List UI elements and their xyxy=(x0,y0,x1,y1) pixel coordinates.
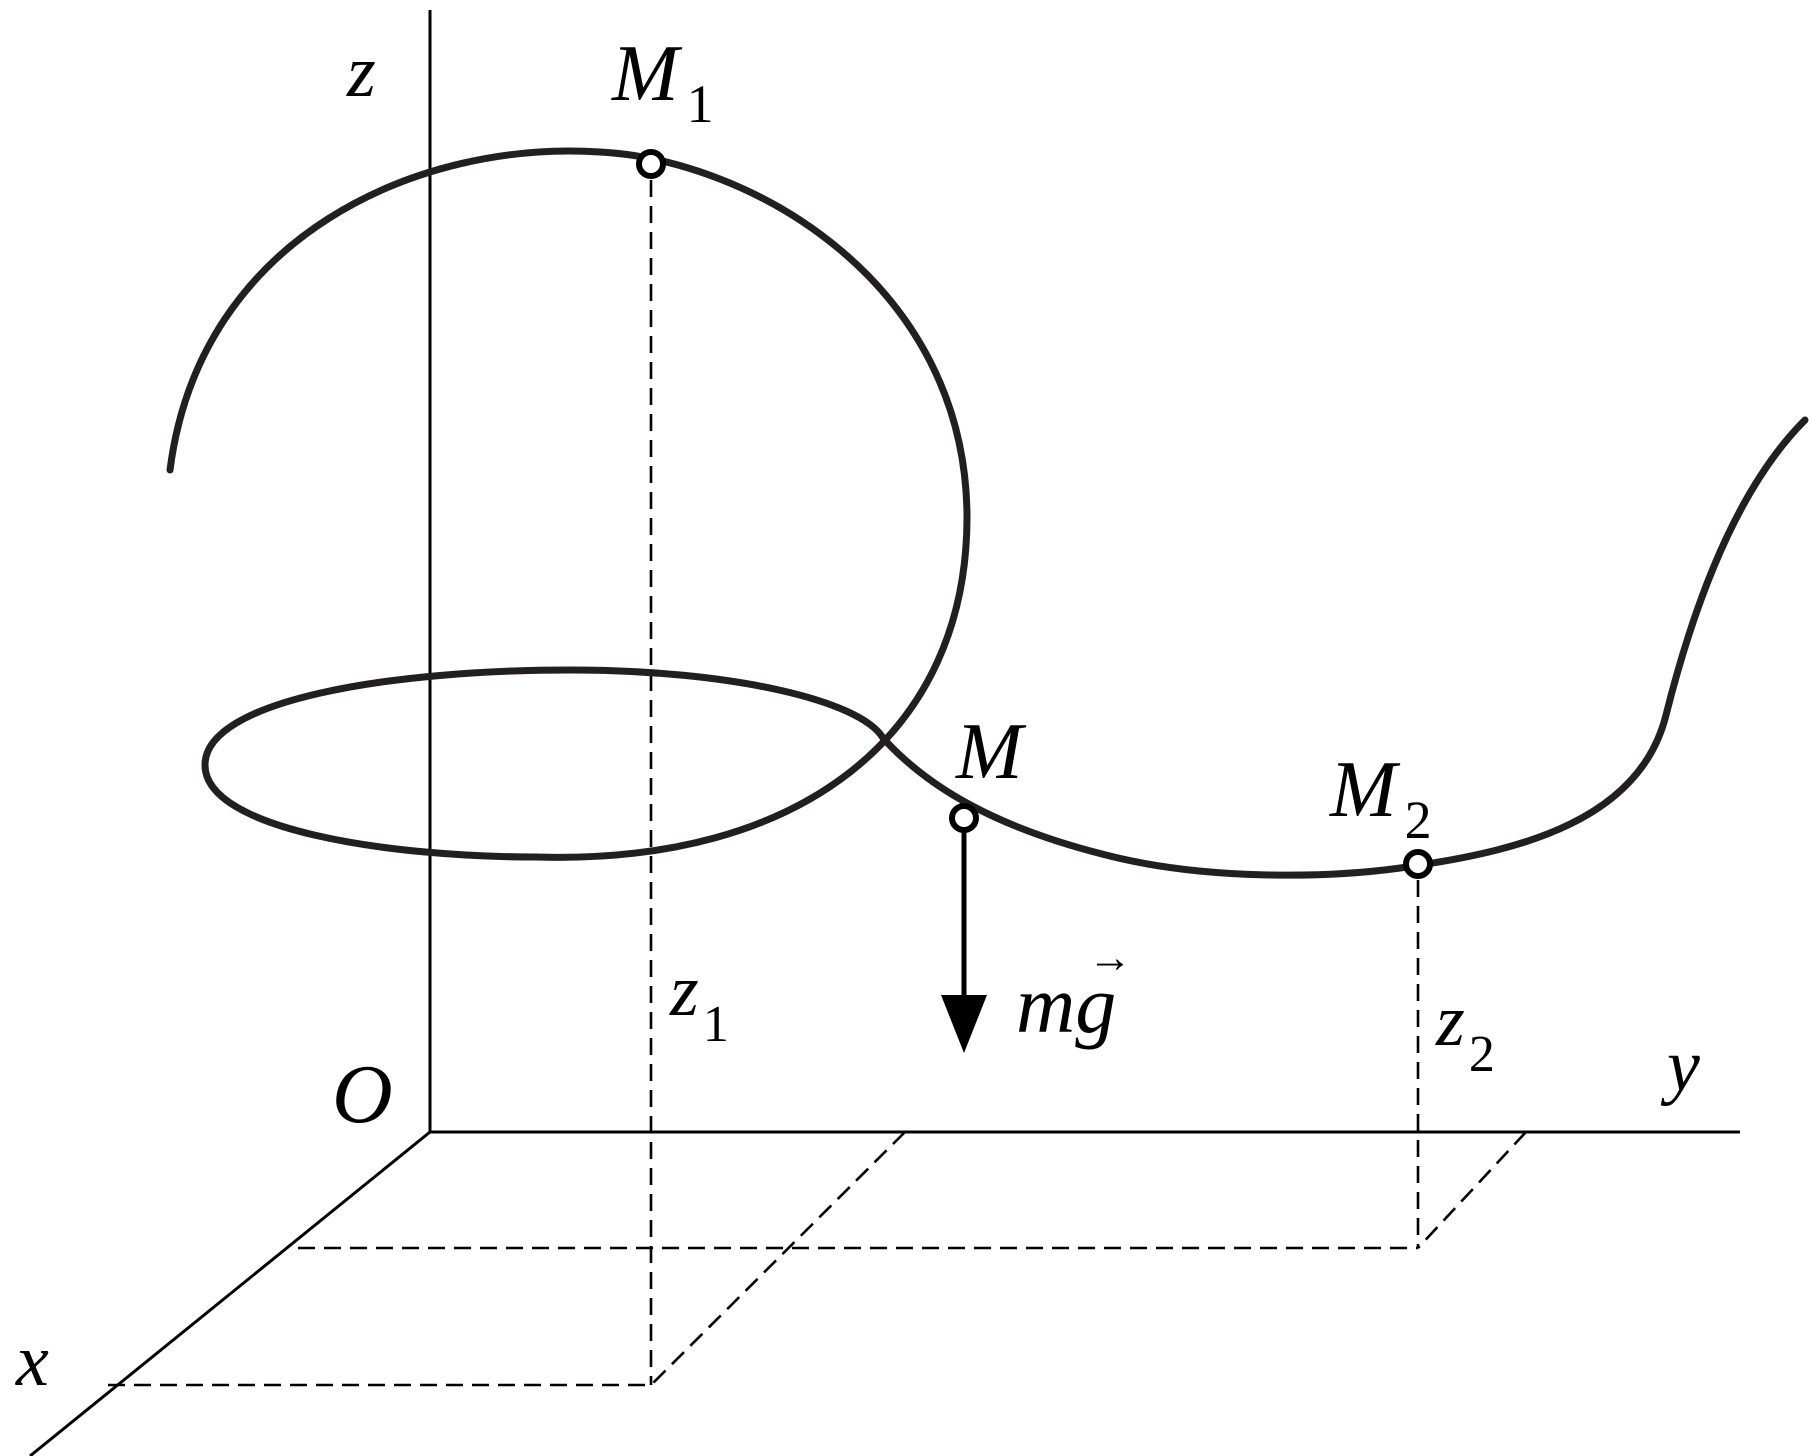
m1-label-sub: 1 xyxy=(687,74,714,134)
gravity-vector xyxy=(941,818,987,1053)
gravity-label: mg xyxy=(1016,959,1116,1050)
lower-loop xyxy=(201,666,887,861)
upper-arc xyxy=(166,147,971,861)
z1-label-name: z xyxy=(669,950,699,1032)
m2-label-sub: 2 xyxy=(1405,790,1432,850)
trajectory-curve xyxy=(166,147,1809,879)
coordinate-axes xyxy=(29,10,1740,1456)
x-axis-label: x xyxy=(15,1320,49,1402)
point-m2 xyxy=(1403,849,1433,879)
point-m1 xyxy=(636,149,666,179)
projection-lines xyxy=(108,180,1527,1387)
z1-label-sub: 1 xyxy=(703,996,729,1053)
gravity-vector-arrowhead xyxy=(941,995,987,1053)
z2-label-sub: 2 xyxy=(1469,1026,1495,1083)
z1-label: z1 xyxy=(669,950,729,1053)
m1-label-name: M xyxy=(611,30,683,118)
x-parallel-dash-near-z1 xyxy=(650,1131,906,1386)
right-tail xyxy=(879,416,1809,879)
m2-label-name: M xyxy=(1329,746,1401,834)
point-m xyxy=(949,803,979,833)
x-parallel-dash-near-z2 xyxy=(1417,1131,1527,1249)
z2-label-name: z xyxy=(1435,980,1465,1062)
trajectory-points xyxy=(636,149,1433,879)
z-axis-label: z xyxy=(346,31,376,113)
m-label: M xyxy=(955,708,1027,796)
gravity-vector-sign: → xyxy=(1088,933,1132,982)
x-axis xyxy=(29,1130,431,1456)
z2-label: z2 xyxy=(1435,980,1495,1083)
origin-label: O xyxy=(332,1048,393,1141)
y-axis-label: y xyxy=(1660,1025,1700,1107)
